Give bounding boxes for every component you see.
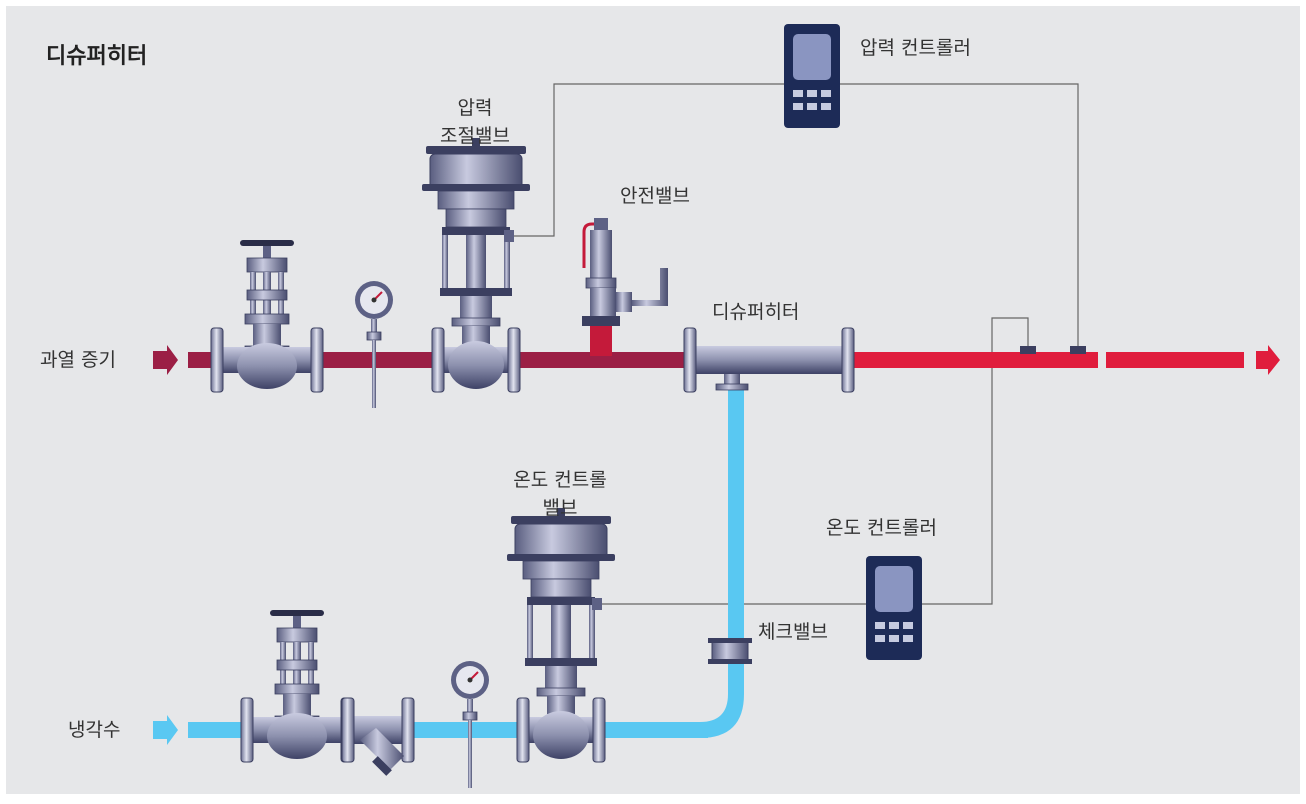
temp-valve-label-1: 온도 컨트롤 — [513, 469, 607, 491]
page-title: 디슈퍼히터 — [46, 44, 148, 69]
controller-icon — [866, 556, 922, 660]
temp-controller-label: 온도 컨트롤러 — [826, 517, 937, 539]
controller-icon — [784, 24, 840, 128]
desuperheater-label: 디슈퍼히터 — [712, 301, 800, 323]
pressure-valve-label-1: 압력 — [457, 97, 493, 119]
desuperheater-unit — [683, 327, 855, 393]
superheated-steam-label: 과열 증기 — [40, 349, 116, 371]
diagram-background — [6, 6, 1300, 794]
arrow-right-icon — [1256, 345, 1280, 375]
strainer — [341, 697, 415, 776]
hot-steam-pipe — [848, 352, 1098, 368]
arrow-right-icon — [153, 715, 178, 745]
check-valve-label: 체크밸브 — [758, 621, 828, 643]
pressure-controller-label: 압력 컨트롤러 — [860, 37, 971, 59]
arrow-right-icon — [153, 345, 178, 375]
temp-valve-label-2: 밸브 — [542, 497, 578, 519]
safety-valve — [582, 218, 668, 356]
temperature-sensor — [1020, 346, 1036, 354]
safety-valve-label: 안전밸브 — [620, 185, 690, 207]
hot-steam-pipe-end — [1106, 352, 1244, 368]
pressure-valve-label-2: 조절밸브 — [440, 125, 510, 147]
pressure-sensor — [1070, 346, 1086, 354]
check-valve — [708, 638, 752, 664]
cooling-water-label: 냉각수 — [68, 719, 121, 741]
